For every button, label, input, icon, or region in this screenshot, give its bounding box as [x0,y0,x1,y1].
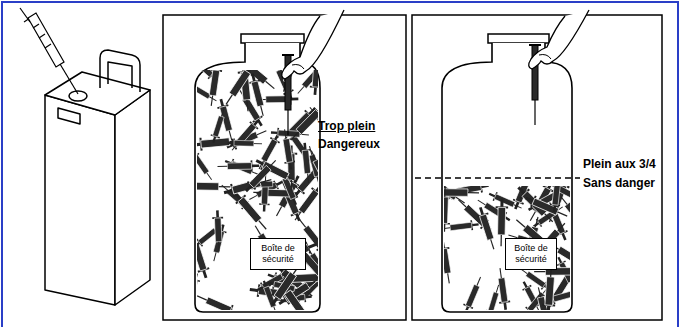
hand [282,10,344,135]
syringe [228,138,263,148]
syringe [197,148,215,182]
syringe [444,240,455,284]
syringe [235,87,266,129]
status-label: Trop plein [318,119,375,133]
status-label: Plein aux 3/4 [583,157,656,171]
syringe [444,219,479,233]
syringe [495,267,512,310]
syringe [309,70,318,95]
syringe [484,284,503,310]
label-text: Boîte de sécurité [506,242,556,266]
syringe [222,173,273,198]
syringe [197,272,202,310]
safety-jar [195,34,320,312]
syringe [544,267,570,310]
syringe [444,186,451,232]
syringe [461,275,486,310]
safety-jar [442,34,572,312]
syringe [523,193,569,222]
syringe [197,291,240,310]
syringe [212,210,225,252]
syringe-pile [444,186,570,310]
syringe-pile [197,70,318,310]
syringe [557,193,570,231]
status-label: Sans danger [583,176,655,190]
syringe [217,160,259,172]
jar-cap [488,34,549,43]
syringe [542,265,558,310]
sharps-carton [45,50,150,305]
panel-frame [163,15,406,320]
label-text: Boîte de sécurité [251,242,305,266]
jar-label: Boîte de sécurité [250,238,306,270]
jar-outline [195,43,320,312]
syringe [20,8,78,94]
syringe [209,107,229,144]
syringe [299,142,313,183]
hand [529,10,589,125]
jar-cap [241,34,304,43]
syringe [306,148,318,194]
syringe [475,206,500,251]
syringe [290,182,318,224]
status-label: Dangereux [318,137,380,151]
syringe [444,186,479,199]
jar-label: Boîte de sécurité [505,238,557,270]
syringe [221,70,258,108]
syringe [242,156,280,195]
fill-line [415,177,580,178]
syringe [548,186,570,206]
syringe [549,186,564,213]
syringe [205,70,223,107]
syringe [228,116,263,154]
